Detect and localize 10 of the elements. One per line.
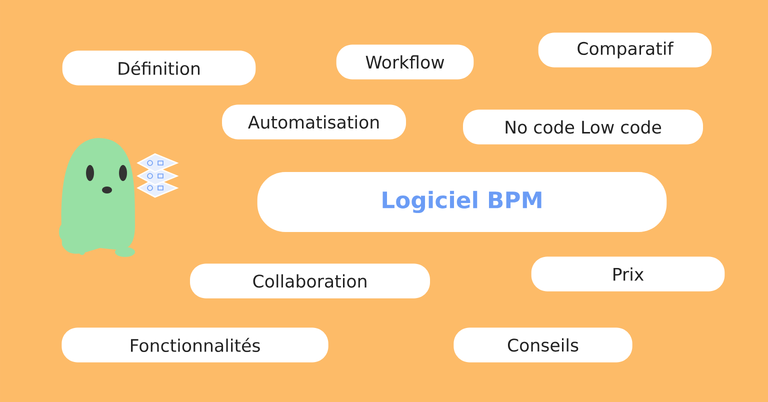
keyword-pill: Automatisation <box>222 104 406 140</box>
keyword-pill: Définition <box>62 50 256 86</box>
keyword-pill: Collaboration <box>190 264 430 298</box>
keyword-pill: Logiciel BPM <box>257 172 667 232</box>
keyword-pill: Conseils <box>454 328 632 362</box>
keyword-pill: Fonctionnalités <box>62 328 328 362</box>
keyword-pill: Comparatif <box>538 32 712 68</box>
keyword-pill: Prix <box>531 256 725 292</box>
keyword-pill: Workflow <box>336 44 474 80</box>
keyword-pill: No code Low code <box>463 110 703 144</box>
